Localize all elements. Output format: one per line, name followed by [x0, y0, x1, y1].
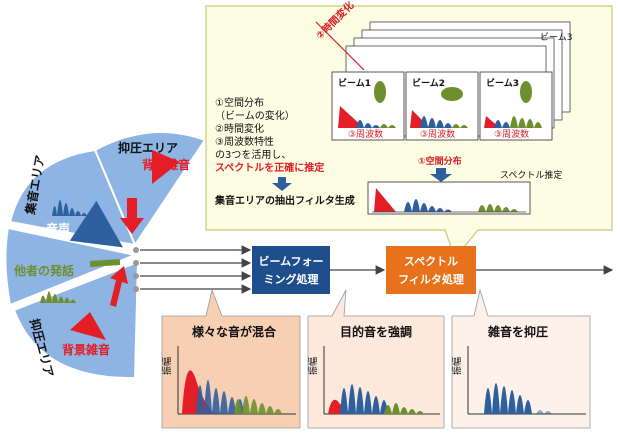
beam-card-2: ビーム2 ③周波数: [405, 71, 479, 141]
beam-label-1: ビーム1: [338, 77, 371, 89]
freq-label-3: ③周波数: [494, 128, 529, 140]
source-voice: 音声: [46, 221, 70, 236]
panel-mixed: 様々な音が混合 振幅: [161, 288, 301, 429]
callout-line-1: ①空間分布: [215, 96, 264, 109]
zone-suppress-bottom: [12, 260, 140, 380]
freq-label-2: ③周波数: [420, 128, 455, 140]
noise-top-triangle: [152, 150, 180, 184]
microphone-array: [133, 247, 139, 292]
panel-title-3: 雑音を抑圧: [487, 324, 548, 339]
others-arrow: [89, 259, 121, 267]
beamforming-label-1: ビームフォー: [258, 254, 323, 268]
panel-axis-2: 振幅: [307, 357, 319, 375]
noise-bottom-triangle: [70, 312, 106, 340]
source-noise-bottom: 背景雑音: [62, 342, 110, 357]
back-beam-label: ビーム3: [540, 32, 572, 43]
panel-title-1: 様々な音が混合: [192, 324, 277, 339]
beam-label-3: ビーム3: [486, 77, 519, 89]
callout-line-4: ③周波数特性: [215, 135, 274, 148]
others-spectrum: [40, 291, 76, 303]
estimate-label: スペクトル推定: [500, 169, 562, 181]
beamforming-label-2: ミング処理: [264, 272, 319, 286]
source-others: 他者の発話: [13, 263, 74, 278]
noise-bottom-arrow: [110, 266, 128, 307]
spectral-label-2: フィルタ処理: [398, 272, 464, 286]
space-label: ①空間分布: [418, 155, 462, 167]
noise-top-arrow: [120, 198, 144, 234]
panel-axis-1: 振幅: [161, 357, 173, 375]
callout-text: ①空間分布 （ビームの変化） ②時間変化 ③周波数特性 の3つを活用し、 スペク…: [215, 96, 324, 174]
zone-label-suppress-top: 抑圧エリア: [118, 140, 178, 155]
beam-label-2: ビーム2: [412, 77, 445, 89]
filter-label: 集音エリアの抽出フィルタ生成: [214, 194, 355, 207]
callout-line-2: （ビームの変化）: [215, 109, 295, 122]
callout-line-5: の3つを活用し、: [215, 149, 291, 161]
voice-arrow: [69, 200, 123, 248]
zone-suppress-top: [93, 131, 207, 248]
beam-card-1: ビーム1 ③周波数: [331, 71, 405, 141]
callout-line-3: ②時間変化: [215, 122, 264, 135]
callout-highlight: スペクトルを正確に推定: [215, 161, 324, 174]
spectral-label-1: スペクトル: [404, 255, 458, 268]
freq-label-1: ③周波数: [348, 128, 383, 140]
panel-enhanced: 目的音を強調 振幅: [307, 289, 445, 429]
panel-axis-3: 振幅: [451, 357, 463, 375]
space-arrow: [430, 168, 452, 182]
panel-title-2: 目的音を強調: [340, 324, 412, 339]
beamforming-box: ビームフォー ミング処理: [252, 246, 330, 294]
beam-card-3: ビーム3 ③周波数: [479, 71, 553, 141]
estimate-spectrum-box: [367, 181, 531, 215]
panel-suppressed: 雑音を抑圧 振幅: [451, 288, 591, 429]
source-noise-top: 背景雑音: [142, 157, 190, 172]
callout-down-arrow: [272, 177, 292, 191]
signal-lines: [140, 245, 614, 294]
zone-middle: [4, 226, 139, 307]
spectral-box: スペクトル フィルタ処理: [386, 246, 476, 294]
